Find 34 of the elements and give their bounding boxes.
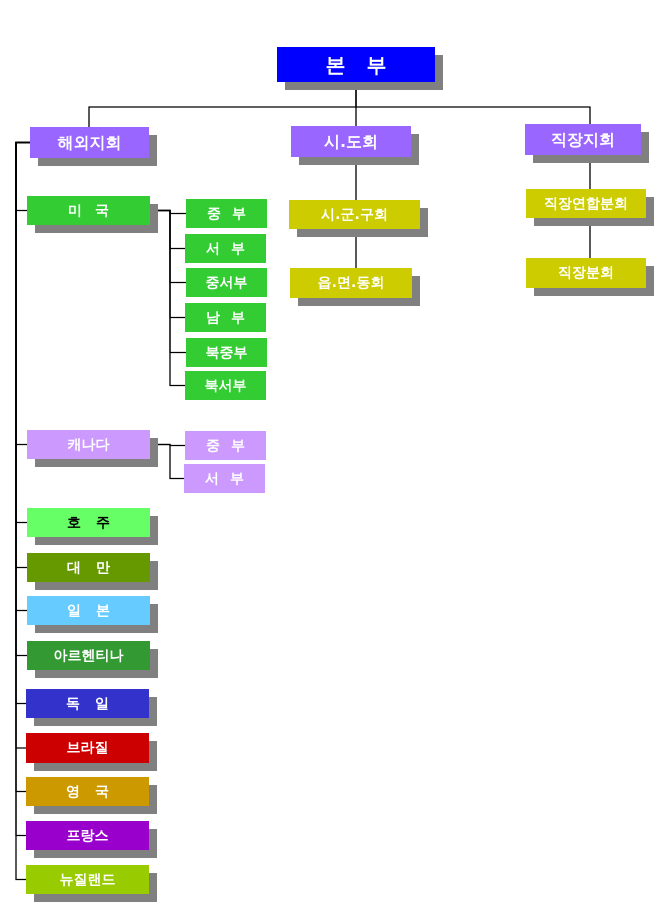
unit-box: 캐나다 — [27, 430, 158, 467]
connector-line — [355, 90, 591, 124]
unit-box: 북서부 — [185, 371, 266, 400]
unit-box: 직장연합분회 — [526, 189, 654, 226]
connector-line — [355, 165, 357, 200]
unit-box: 브라질 — [26, 733, 157, 771]
unit-box: 중 부 — [185, 431, 266, 460]
unit-box: 직장지회 — [525, 124, 649, 163]
unit-box: 중 부 — [186, 199, 267, 228]
unit-box: 프랑스 — [26, 821, 157, 858]
unit-box: 시.군.구회 — [289, 200, 428, 237]
unit-box: 영 국 — [26, 777, 157, 814]
unit-box: 아르헨티나 — [27, 641, 158, 678]
unit-box: 호 주 — [27, 508, 158, 545]
unit-box: 일 본 — [27, 596, 158, 633]
unit-box: 직장분회 — [526, 258, 654, 296]
unit-box: 대 만 — [27, 553, 158, 590]
connector-line — [589, 226, 591, 258]
unit-box: 서 부 — [185, 234, 266, 263]
unit-box: 남 부 — [185, 303, 266, 332]
connector-line — [158, 210, 185, 386]
unit-box: 독 일 — [26, 689, 157, 726]
unit-box: 읍.면.동회 — [290, 268, 420, 306]
unit-box: 뉴질랜드 — [26, 865, 157, 902]
connector-line — [355, 237, 357, 268]
unit-box: 중서부 — [186, 268, 267, 297]
connector-line — [158, 444, 184, 480]
connector-line — [589, 163, 591, 189]
unit-box: 미 국 — [27, 196, 158, 233]
unit-box: 북중부 — [186, 338, 267, 367]
unit-box: 시.도회 — [291, 126, 419, 165]
unit-box: 서 부 — [184, 464, 265, 493]
unit-box: 해외지회 — [30, 127, 157, 166]
unit-box: 본 부 — [277, 47, 443, 90]
